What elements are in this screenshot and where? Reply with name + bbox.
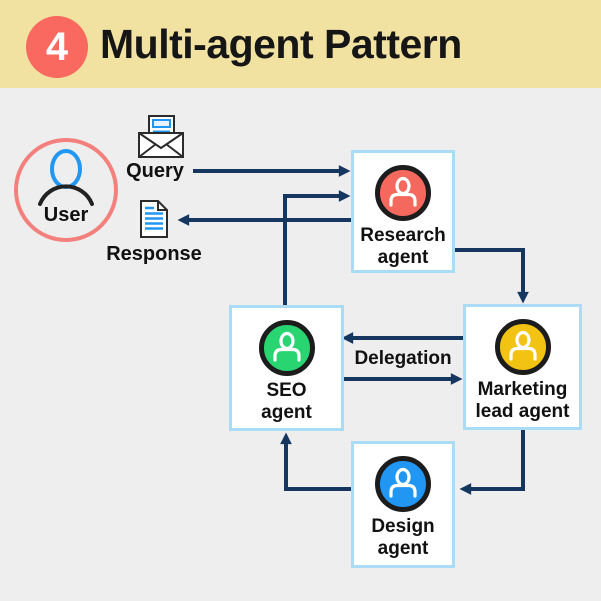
page-title: Multi-agent Pattern (100, 20, 462, 67)
design-agent-node: Design agent (351, 441, 455, 568)
label-line2: agent (261, 402, 312, 424)
research-agent-avatar (375, 165, 431, 221)
label-line2: lead agent (475, 401, 570, 423)
seo-agent-avatar (258, 320, 315, 376)
research-agent-label: Research agent (360, 225, 446, 270)
user-label: User (43, 204, 89, 226)
marketing-lead-agent-avatar (494, 319, 551, 375)
person-icon (389, 176, 417, 207)
header-band: 4 Multi-agent Pattern (0, 0, 601, 88)
arrow-research-to-marketing (454, 248, 529, 304)
label-line1: SEO (266, 380, 307, 401)
label-line1: Design (371, 516, 435, 537)
response-document-icon (140, 200, 168, 238)
delegation-label: Delegation (354, 348, 452, 369)
seo-agent-node: SEO agent (229, 305, 344, 431)
arrow-seo-to-research (283, 190, 351, 305)
research-agent-node: Research agent (351, 150, 455, 273)
response-label: Response (106, 243, 202, 265)
marketing-lead-agent-label: Marketing lead agent (476, 379, 570, 424)
user-person-icon (38, 149, 94, 206)
label-line1: Marketing (477, 379, 568, 400)
step-number-badge: 4 (26, 16, 88, 78)
query-label: Query (126, 160, 184, 182)
person-icon (272, 331, 301, 362)
design-agent-avatar (375, 456, 431, 512)
marketing-lead-agent-node: Marketing lead agent (463, 304, 582, 430)
label-line1: Research (360, 225, 446, 246)
person-icon (389, 467, 417, 498)
query-mail-icon (138, 115, 184, 158)
person-icon (508, 330, 537, 361)
seo-agent-label: SEO agent (261, 380, 312, 425)
design-agent-label: Design agent (371, 516, 434, 561)
label-line2: agent (377, 538, 429, 560)
user-node: User (14, 138, 118, 242)
arrow-marketing-to-design (459, 429, 525, 495)
label-line2: agent (377, 247, 429, 269)
arrow-design-to-seo (280, 432, 352, 491)
